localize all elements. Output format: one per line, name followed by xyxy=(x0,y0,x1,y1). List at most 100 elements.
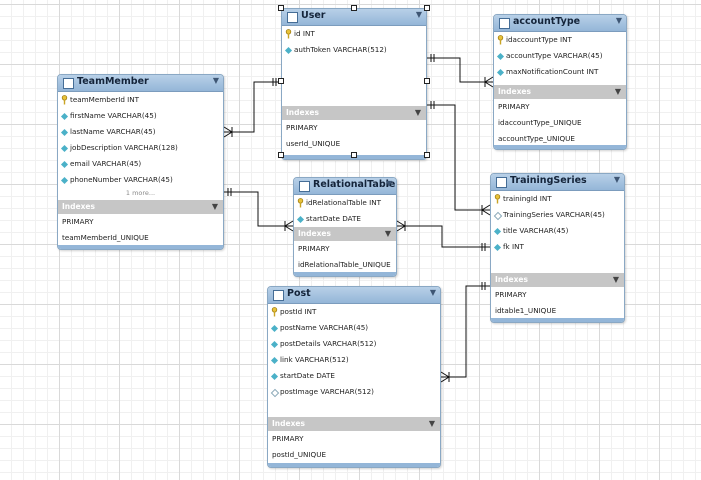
index-row[interactable]: PRIMARY xyxy=(298,244,330,253)
resize-handle[interactable] xyxy=(351,152,357,158)
resize-handle[interactable] xyxy=(278,78,284,84)
relationship-user-trainingseries xyxy=(427,104,490,211)
column-row[interactable]: phoneNumber VARCHAR(45) xyxy=(58,172,223,188)
column-name: accountType VARCHAR(45) xyxy=(506,51,603,60)
collapse-arrow-icon[interactable]: ▼ xyxy=(429,288,436,297)
column-row[interactable]: idRelationalTable INT xyxy=(294,195,396,211)
indexes-header[interactable]: Indexes ▼ xyxy=(268,417,440,431)
index-row[interactable]: PRIMARY xyxy=(495,290,527,299)
more-columns-link[interactable]: 1 more... xyxy=(125,189,156,197)
relationaltable-table[interactable]: RelationalTable ▼ idRelationalTable INT … xyxy=(293,177,397,277)
index-row[interactable]: accountType_UNIQUE xyxy=(498,134,575,143)
column-row[interactable]: trainingId INT xyxy=(491,191,624,207)
indexes-header[interactable]: Indexes ▼ xyxy=(491,273,624,287)
column-row[interactable]: firstName VARCHAR(45) xyxy=(58,108,223,124)
accounttype-table[interactable]: accountType ▼ idaccountType INT accountT… xyxy=(493,14,627,150)
index-row[interactable]: postId_UNIQUE xyxy=(272,450,327,459)
table-header[interactable]: RelationalTable ▼ xyxy=(294,178,396,195)
column-row[interactable]: startDate DATE xyxy=(294,211,396,227)
column-name: TrainingSeries VARCHAR(45) xyxy=(503,210,605,219)
column-row[interactable]: accountType VARCHAR(45) xyxy=(494,48,626,64)
collapse-arrow-icon[interactable]: ▼ xyxy=(211,202,218,211)
column-row[interactable]: idaccountType INT xyxy=(494,32,626,48)
column-row[interactable]: id INT xyxy=(282,26,426,42)
table-header[interactable]: accountType ▼ xyxy=(494,15,626,32)
collapse-arrow-icon[interactable]: ▼ xyxy=(614,87,621,96)
index-row[interactable]: idRelationalTable_UNIQUE xyxy=(298,260,391,269)
column-icon xyxy=(284,46,293,55)
teammember-table[interactable]: TeamMember ▼ teamMemberId INT firstName … xyxy=(57,74,224,250)
collapse-arrow-icon[interactable]: ▼ xyxy=(615,16,622,25)
column-row[interactable]: postImage VARCHAR(512) xyxy=(268,384,440,400)
column-row[interactable]: title VARCHAR(45) xyxy=(491,223,624,239)
column-name: postDetails VARCHAR(512) xyxy=(280,339,377,348)
table-header[interactable]: Post ▼ xyxy=(268,287,440,304)
trainingseries-table[interactable]: TrainingSeries ▼ trainingId INT Training… xyxy=(490,173,625,323)
indexes-header[interactable]: Indexes ▼ xyxy=(294,227,396,241)
collapse-arrow-icon[interactable]: ▼ xyxy=(415,10,422,19)
collapse-arrow-icon[interactable]: ▼ xyxy=(384,229,391,238)
collapse-arrow-icon[interactable]: ▼ xyxy=(212,76,219,85)
table-spacer xyxy=(282,58,426,106)
column-row[interactable]: link VARCHAR(512) xyxy=(268,352,440,368)
table-header[interactable]: TrainingSeries ▼ xyxy=(491,174,624,191)
indexes-header[interactable]: Indexes ▼ xyxy=(494,85,626,99)
column-row[interactable]: lastName VARCHAR(45) xyxy=(58,124,223,140)
key-icon xyxy=(494,194,501,204)
indexes-label: Indexes xyxy=(495,275,528,284)
column-row[interactable]: maxNotificationCount INT xyxy=(494,64,626,80)
column-row[interactable]: postDetails VARCHAR(512) xyxy=(268,336,440,352)
one-mark-trainingseries xyxy=(481,243,486,251)
index-row[interactable]: PRIMARY xyxy=(286,123,318,132)
column-icon xyxy=(60,160,69,169)
collapse-arrow-icon[interactable]: ▼ xyxy=(414,108,421,117)
column-name: idaccountType INT xyxy=(506,35,572,44)
indexes-label: Indexes xyxy=(298,229,331,238)
table-header[interactable]: TeamMember ▼ xyxy=(58,75,223,92)
collapse-arrow-icon[interactable]: ▼ xyxy=(385,179,392,188)
collapse-arrow-icon[interactable]: ▼ xyxy=(613,175,620,184)
column-row[interactable]: postId INT xyxy=(268,304,440,320)
column-icon xyxy=(270,372,279,381)
column-row[interactable]: jobDescription VARCHAR(128) xyxy=(58,140,223,156)
table-title: TeamMember xyxy=(77,76,149,87)
resize-handle[interactable] xyxy=(278,5,284,11)
indexes-header[interactable]: Indexes ▼ xyxy=(282,106,426,120)
column-row[interactable]: fk INT xyxy=(491,239,624,255)
resize-handle[interactable] xyxy=(424,5,430,11)
index-row[interactable]: idaccountType_UNIQUE xyxy=(498,118,582,127)
table-header[interactable]: User ▼ xyxy=(282,9,426,26)
indexes-header[interactable]: Indexes ▼ xyxy=(58,200,223,214)
column-row[interactable]: authToken VARCHAR(512) xyxy=(282,42,426,58)
table-icon xyxy=(496,177,507,188)
crow-foot-accounttype xyxy=(484,76,494,88)
relationship-teammember-relationaltable xyxy=(224,191,293,227)
resize-handle[interactable] xyxy=(278,152,284,158)
column-row[interactable]: startDate DATE xyxy=(268,368,440,384)
resize-handle[interactable] xyxy=(424,152,430,158)
collapse-arrow-icon[interactable]: ▼ xyxy=(612,275,619,284)
column-icon xyxy=(60,112,69,121)
index-row[interactable]: PRIMARY xyxy=(272,434,304,443)
index-row[interactable]: idtable1_UNIQUE xyxy=(495,306,557,315)
index-row[interactable]: PRIMARY xyxy=(62,217,94,226)
resize-handle[interactable] xyxy=(351,5,357,11)
column-row[interactable]: teamMemberId INT xyxy=(58,92,223,108)
column-icon xyxy=(493,243,502,252)
user-table[interactable]: User ▼ id INT authToken VARCHAR(512) Ind… xyxy=(281,8,427,160)
index-row[interactable]: teamMemberId_UNIQUE xyxy=(62,233,149,242)
column-row[interactable]: email VARCHAR(45) xyxy=(58,156,223,172)
column-row[interactable]: postName VARCHAR(45) xyxy=(268,320,440,336)
resize-handle[interactable] xyxy=(424,78,430,84)
nullable-column-icon xyxy=(493,211,503,221)
index-row[interactable]: userId_UNIQUE xyxy=(286,139,341,148)
column-icon xyxy=(496,52,505,61)
table-spacer xyxy=(491,255,624,273)
column-row[interactable]: TrainingSeries VARCHAR(45) xyxy=(491,207,624,223)
post-table[interactable]: Post ▼ postId INT postName VARCHAR(45) p… xyxy=(267,286,441,468)
table-footer xyxy=(268,463,440,467)
collapse-arrow-icon[interactable]: ▼ xyxy=(428,419,435,428)
index-row[interactable]: PRIMARY xyxy=(498,102,530,111)
